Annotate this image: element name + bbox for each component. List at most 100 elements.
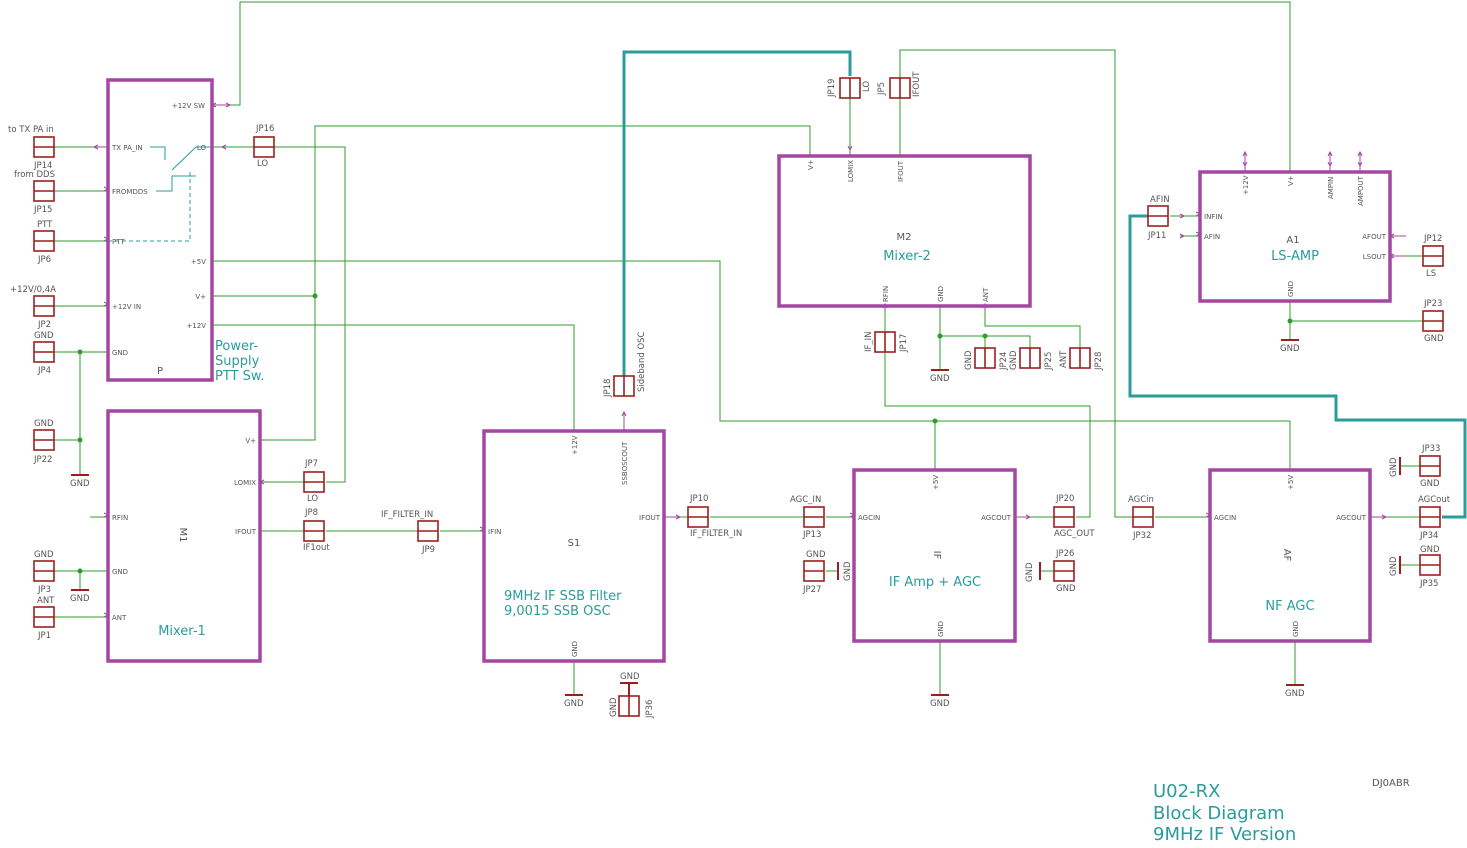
svg-text:GND: GND [1056, 584, 1076, 594]
svg-text:JP8: JP8 [304, 508, 318, 518]
pin-p-fromdds: FROMDDS [112, 188, 148, 196]
svg-text:JP34: JP34 [1419, 531, 1438, 541]
block-af-labels: +5V AGCIN AGCOUT GND AF NF AGC [1214, 475, 1367, 637]
svg-text:GND: GND [70, 594, 90, 604]
svg-text:GND: GND [1420, 545, 1440, 555]
svg-text:IF_IN: IF_IN [864, 331, 874, 352]
block-s1-labels: +12V SSBOSCOUT IFIN IFOUT GND S1 9MHz IF… [488, 435, 661, 657]
jumper-labels: to TX PA in JP14 from DDS JP15 PTT JP6 +… [8, 71, 1451, 719]
pin-af-agcin: AGCIN [1214, 514, 1236, 522]
svg-text:GND: GND [1280, 344, 1300, 354]
svg-text:JP33: JP33 [1421, 444, 1440, 454]
svg-text:JP13: JP13 [802, 530, 821, 540]
pin-m2-ifout: IFOUT [897, 160, 905, 182]
block-p [106, 78, 214, 382]
title-block: U02-RX Block Diagram 9MHz IF Version DJ0… [1153, 778, 1410, 845]
pin-p-12v: +12V [186, 322, 206, 330]
svg-text:LO: LO [862, 81, 872, 92]
pin-if-agcout: AGCOUT [981, 514, 1012, 522]
author-label: DJ0ABR [1372, 778, 1410, 789]
svg-text:LO: LO [307, 494, 318, 504]
block-if [852, 468, 1017, 643]
svg-text:GND: GND [1420, 479, 1440, 489]
svg-text:LO: LO [257, 159, 268, 169]
svg-text:JP10: JP10 [689, 494, 708, 504]
pin-a1-afin: AFIN [1204, 233, 1220, 241]
pin-m1-gnd: GND [112, 568, 128, 576]
svg-text:ANT: ANT [1059, 350, 1069, 368]
svg-text:GND: GND [34, 419, 54, 429]
svg-text:JP22: JP22 [33, 455, 52, 465]
pin-af-agcout: AGCOUT [1336, 514, 1367, 522]
svg-text:GND: GND [1424, 334, 1444, 344]
pin-if-5v: +5V [932, 475, 940, 490]
pin-stubs [93, 102, 1406, 618]
svg-text:JP28: JP28 [1094, 352, 1104, 371]
pin-s1-ifout: IFOUT [639, 514, 661, 522]
svg-text:JP25: JP25 [1044, 352, 1054, 371]
ground-symbols [71, 339, 1304, 696]
pin-p-gnd: GND [112, 349, 128, 357]
pin-p-txpa: TX PA_IN [111, 144, 143, 152]
pin-m1-vplus: V+ [245, 437, 256, 445]
svg-text:JP18: JP18 [603, 379, 613, 398]
pin-a1-vplus: V+ [1287, 175, 1295, 186]
svg-text:JP15: JP15 [33, 205, 52, 215]
wires [54, 1, 1423, 695]
pin-a1-ampout: AMPOUT [1357, 175, 1365, 206]
svg-text:GND: GND [1285, 689, 1305, 699]
title-line-1: U02-RX [1153, 781, 1220, 802]
svg-text:GND: GND [620, 672, 640, 682]
title-line-2: Block Diagram [1153, 803, 1285, 824]
block-af-value: NF AGC [1265, 599, 1314, 614]
block-m1 [106, 409, 262, 663]
svg-text:JP23: JP23 [1423, 299, 1442, 309]
svg-text:GND: GND [70, 479, 90, 489]
svg-text:AGCout: AGCout [1418, 495, 1451, 505]
pin-s1-gnd: GND [571, 641, 579, 657]
svg-text:JP20: JP20 [1055, 494, 1074, 504]
svg-text:AGC_IN: AGC_IN [790, 495, 821, 505]
svg-text:Sideband OSC: Sideband OSC [637, 331, 647, 392]
block-m2 [777, 154, 1032, 308]
svg-text:JP2: JP2 [37, 320, 51, 330]
block-a1-labels: +12V V+ AMPIN AMPOUT INFIN AFIN AFOUT LS… [1204, 175, 1387, 297]
svg-text:GND: GND [34, 331, 54, 341]
svg-text:JP32: JP32 [1132, 531, 1151, 541]
svg-text:to TX PA in: to TX PA in [8, 125, 54, 135]
block-m2-labels: V+ LOMIX IFOUT RFIN GND ANT M2 Mixer-2 [807, 159, 990, 302]
svg-text:AFIN: AFIN [1150, 195, 1170, 205]
block-af-name: AF [1281, 549, 1292, 562]
block-p-value-1: Power- [215, 339, 258, 354]
gnd-labels: GND GND GND GND GND GND GND [70, 344, 1305, 709]
pin-p-lo: LO [197, 144, 207, 152]
junctions [77, 293, 1293, 574]
block-s1-name: S1 [568, 538, 581, 549]
pin-m2-ant: ANT [982, 287, 990, 302]
block-s1-value-2: 9,0015 SSB OSC [504, 604, 611, 619]
pin-p-vplus: V+ [195, 293, 206, 301]
block-m2-value: Mixer-2 [883, 249, 931, 264]
pin-a1-infin: INFIN [1204, 213, 1223, 221]
pin-m2-gnd: GND [937, 286, 945, 302]
svg-text:JP14: JP14 [33, 161, 52, 171]
block-s1-value-1: 9MHz IF SSB Filter [504, 589, 622, 604]
pin-m1-ant: ANT [112, 614, 127, 622]
pin-p-5v: +5V [191, 258, 206, 266]
svg-text:JP4: JP4 [37, 366, 51, 376]
pin-if-agcin: AGCIN [858, 514, 880, 522]
pin-s1-ssbosc: SSBOSCOUT [621, 441, 629, 485]
block-a1-name: A1 [1286, 235, 1299, 246]
block-if-value: IF Amp + AGC [889, 575, 981, 590]
block-frames [106, 78, 1392, 663]
svg-text:AGCin: AGCin [1128, 495, 1154, 505]
pin-if-gnd: GND [937, 621, 945, 637]
svg-text:GND: GND [806, 550, 826, 560]
svg-text:JP35: JP35 [1419, 579, 1438, 589]
svg-text:LS: LS [1426, 269, 1436, 279]
block-m1-value: Mixer-1 [158, 624, 206, 639]
svg-text:GND: GND [1389, 556, 1399, 576]
svg-text:JP24: JP24 [999, 352, 1009, 371]
svg-text:JP17: JP17 [899, 334, 909, 353]
